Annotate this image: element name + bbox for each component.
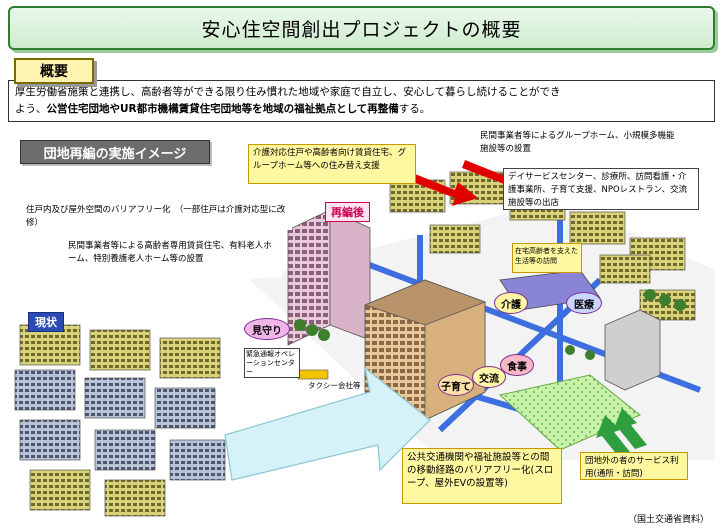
exchange-tag: 交流 [472, 366, 506, 388]
overview-line-1: 厚生労働省施策と連携し、高齢者等ができる限り住み慣れた地域や家庭で自立し、安心し… [15, 86, 561, 98]
before-label: 現状 [28, 312, 64, 332]
watch-tag: 見守り [244, 318, 290, 340]
transition-arrow [224, 366, 431, 481]
care-tag: 介護 [494, 292, 528, 314]
operation-center-note: 緊急通報オペレーションセンター [244, 348, 300, 378]
home-visit-note: 在宅高齢者を支えた生活等の訪問 [512, 243, 582, 273]
transport-barrier-free-note: 公共交通機関や福祉施設等との間の移動経路のバリアフリー化(スロープ、屋外EVの設… [402, 448, 562, 504]
day-service-note: デイサービスセンター、診療所、訪問看護・介護事業所、子育て支援、NPOレストラン… [503, 168, 699, 210]
green-arrows [596, 408, 647, 456]
trees [294, 289, 686, 360]
section-label: 団地再編の実施イメージ [20, 140, 210, 164]
outside-service-note: 団地外の者のサービス利用(通所・訪問) [580, 452, 688, 480]
overview-line-2-prefix: よう、 [15, 103, 47, 115]
medical-tag: 医療 [566, 292, 602, 314]
barrier-free-units-note: 住戸内及び屋外空間のバリアフリー化 （一部住戸は介護対応型に改修） [22, 202, 292, 230]
senior-rental-building [287, 209, 371, 346]
group-home-note: 民間事業者等によるグループホーム、小規模多機能施設等の設置 [476, 128, 682, 158]
page-title: 安心住空間創出プロジェクトの概要 [201, 18, 522, 41]
taxi-note: タクシー会社等 [308, 381, 361, 390]
private-housing-note: 民間事業者等による高齢者専用賃貸住宅、有料老人ホーム、特別養護老人ホーム等の設置 [64, 238, 282, 278]
overview-line-2: よう、公営住宅団地やUR都市機構賃貸住宅団地等を地域の福祉拠点として再整備する。 [15, 101, 708, 118]
overview-label: 概要 [14, 58, 94, 84]
meal-tag: 食事 [500, 354, 534, 376]
childcare-tag: 子育て [438, 374, 474, 396]
clinic-building [604, 309, 661, 391]
title-bar: 安心住空間創出プロジェクトの概要 [8, 6, 715, 50]
current-housing-complex [14, 324, 226, 517]
after-label: 再編後 [325, 202, 370, 222]
bus-icon [297, 369, 329, 380]
source-credit: （国土交通省資料） [628, 515, 710, 525]
park [498, 374, 641, 451]
care-units-note: 介護対応住戸や高齢者向け賃貸住宅、グループホーム等への住み替え支援 [248, 144, 416, 184]
overview-box: 厚生労働省施策と連携し、高齢者等ができる限り住み慣れた地域や家庭で自立し、安心し… [8, 80, 715, 122]
overview-line-2-suffix: する。 [398, 103, 431, 115]
overview-line-2-emphasis: 公営住宅団地やUR都市機構賃貸住宅団地等を地域の福祉拠点として再整備 [46, 103, 399, 115]
